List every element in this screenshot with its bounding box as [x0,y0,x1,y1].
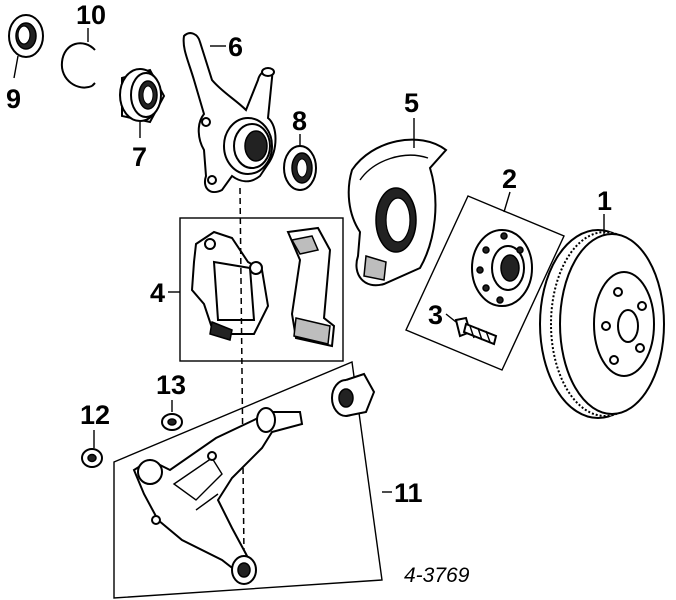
part-11-control-arm-box [113,361,383,599]
part-2-hub-box [405,195,565,371]
callout-12: 12 [80,400,110,430]
part-11-lower-control-arm [132,407,304,585]
callout-3: 3 [428,300,443,330]
part-7-bearing [119,68,166,124]
leader-2 [503,191,511,213]
callout-7: 7 [132,142,147,172]
part-4-caliper-box [179,217,344,362]
callout-11: 11 [394,478,423,508]
part-13-nut [161,413,183,431]
part-4-brake-pads [286,226,336,348]
leader-3 [445,313,457,323]
callout-9: 9 [6,84,21,114]
reference-code: 4-3769 [404,564,470,587]
part-10-snap-ring [60,42,96,89]
part-5-splash-shield [347,138,448,287]
callout-6: 6 [228,32,243,62]
part-6-steering-knuckle [182,32,277,194]
callout-1: 1 [597,186,612,216]
part-3-wheel-stud [454,316,498,346]
part-11-bushing [331,372,376,417]
part-2-wheel-hub [471,229,533,307]
callout-5: 5 [404,88,419,118]
part-9-seal [8,14,44,58]
callout-10: 10 [76,0,106,30]
callout-8: 8 [292,106,307,136]
alignment-center-line [239,187,245,557]
part-8-seal [283,145,317,191]
callout-2: 2 [502,164,517,194]
part-4-caliper [190,230,270,341]
part-12-washer [81,448,103,468]
callout-4: 4 [150,278,165,308]
part-1-brake-rotor [539,229,665,419]
callout-13: 13 [156,370,186,400]
leader-9 [13,55,19,79]
